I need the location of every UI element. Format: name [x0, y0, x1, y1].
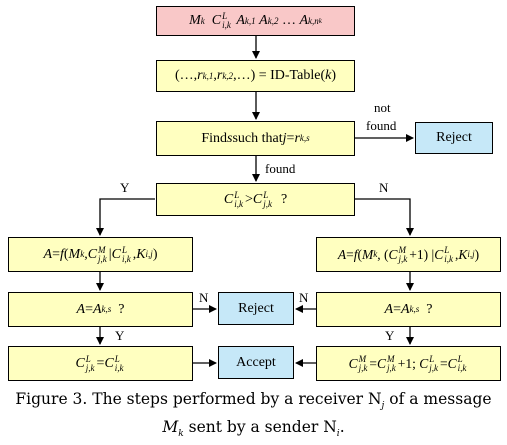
caption-line-1: Figure 3. The steps performed by a recei… [15, 390, 492, 411]
label-yes-checkright: Y [385, 328, 395, 343]
accept-box: Accept [218, 346, 294, 379]
label-yes-checkleft: Y [115, 328, 125, 343]
label-yes-compare: Y [120, 180, 130, 195]
arrow-compare-right [354, 198, 414, 236]
figure-caption: Figure 3. The steps performed by a recei… [0, 389, 507, 445]
arrow-compare-left [96, 198, 155, 236]
label-found: found [265, 161, 296, 176]
label-no-compare: N [379, 180, 389, 195]
label-not: not [374, 100, 391, 115]
caption-line-2: Mk sent by a sender Ni. [162, 418, 345, 439]
label-no-checkright: N [299, 290, 309, 305]
label-found-side: found [366, 118, 397, 133]
reject-top-box: Reject [415, 122, 493, 154]
flow-connectors [96, 36, 414, 367]
reject-middle-box: Reject [218, 292, 294, 325]
label-no-checkleft: N [199, 290, 209, 305]
